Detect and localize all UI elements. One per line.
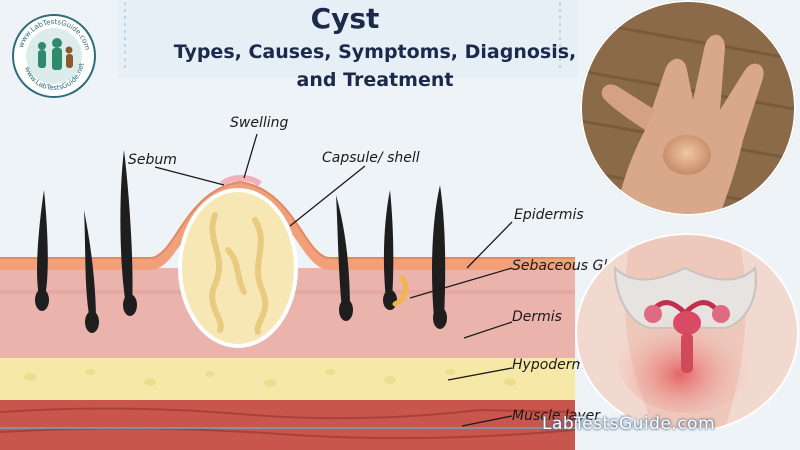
label-capsule: Capsule/ shell <box>322 150 420 166</box>
label-sebum: Sebum <box>128 152 177 168</box>
leader-lines <box>154 133 513 427</box>
title-block: Cyst Types, Causes, Symptoms, Diagnosis,… <box>110 0 580 100</box>
sebaceous-gland <box>392 275 409 307</box>
hypodermis-layer <box>0 355 575 400</box>
ovarian-cyst-illustration <box>575 233 799 428</box>
skin-diagram <box>0 133 575 450</box>
page-subtitle: Types, Causes, Symptoms, Diagnosis, and … <box>170 38 580 94</box>
hair-strands <box>35 150 447 333</box>
label-hypodermis: Hypodermis <box>512 357 597 373</box>
label-dermis: Dermis <box>512 309 562 325</box>
hand-cyst-photo <box>580 0 796 215</box>
label-swelling: Swelling <box>230 115 289 131</box>
site-logo: www.LabTestsGuide.com www.LabTestsGuide.… <box>12 14 96 98</box>
subtitle-line-2: and Treatment <box>296 69 454 91</box>
label-muscle-layer: Muscle layer <box>512 408 601 424</box>
page-title: Cyst <box>310 2 380 35</box>
label-epidermis: Epidermis <box>514 207 584 223</box>
watermark: LabTestsGuide.com <box>542 414 716 434</box>
subtitle-line-1: Types, Causes, Symptoms, Diagnosis, <box>173 41 577 63</box>
sebum-cap <box>220 175 262 187</box>
muscle-layer <box>0 398 575 450</box>
